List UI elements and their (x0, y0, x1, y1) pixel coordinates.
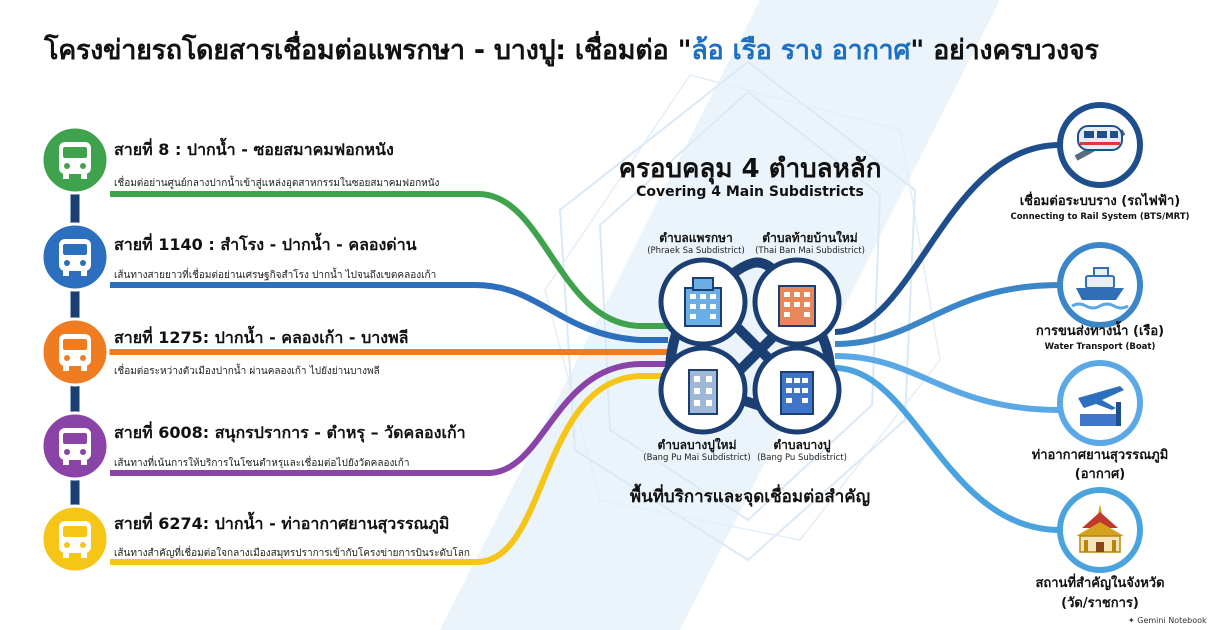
destination-airport-th: ท่าอากาศยานสุวรรณภูมิ (1031, 448, 1169, 463)
building-icon (778, 285, 816, 327)
route-8-desc: เชื่อมต่อย่านศูนย์กลางปากน้ำเข้าสู่แหล่ง… (114, 178, 440, 189)
destination-rail-th: เชื่อมต่อระบบราง (รถไฟฟ้า) (1019, 194, 1181, 209)
route-6274-title: สายที่ 6274: ปากน้ำ - ท่าอากาศยานสุวรรณภ… (114, 514, 450, 533)
title-highlight: ล้อ เรือ ราง อากาศ (691, 35, 911, 66)
building-icon (684, 277, 722, 327)
destination-circles (1057, 102, 1143, 573)
hub-bottom-caption: พื้นที่บริการและจุดเชื่อมต่อสำคัญ (629, 487, 871, 507)
brand-watermark: ✦ Gemini Notebook (1128, 616, 1207, 625)
train-icon (1074, 125, 1126, 161)
title-prefix: โครงข่ายรถโดยสารเชื่อมต่อแพรกษา - บางปู:… (44, 35, 692, 66)
subdistrict-circles (658, 257, 842, 435)
route-1275-desc: เชื่อมต่อระหว่างตัวเมืองปากน้ำ ผ่านคลองเ… (114, 366, 380, 377)
route-6274-desc: เส้นทางสำคัญที่เชื่อมต่อใจกลางเมืองสมุทร… (114, 548, 470, 559)
bus-stop-6274 (40, 504, 110, 574)
route-1275-title: สายที่ 1275: ปากน้ำ - คลองเก้า - บางพลี (114, 328, 409, 347)
subdistrict-thai-ban-mai-th: ตำบลท้ายบ้านใหม่ (762, 231, 858, 245)
boat-icon (1071, 267, 1129, 310)
route-1140-title: สายที่ 1140 : สำโรง - ปากน้ำ - คลองด่าน (114, 235, 417, 254)
destination-airport (1057, 360, 1143, 446)
building-icon (688, 369, 718, 415)
destination-boat-th: การขนส่งทางน้ำ (เรือ) (1035, 324, 1165, 339)
route-lines (108, 191, 668, 565)
bus-stop-8 (40, 125, 110, 195)
destination-temple-th2: (วัด/ราชการ) (1061, 596, 1139, 611)
bus-icon (59, 521, 91, 558)
bus-icon (59, 239, 91, 276)
title-suffix: " อย่างครบวงจร (910, 35, 1099, 66)
subdistrict-bang-pu-mai-th: ตำบลบางปูใหม่ (657, 438, 737, 452)
destination-lines (834, 142, 1061, 533)
bus-stop-1275 (40, 317, 110, 387)
destination-temple (1057, 487, 1143, 573)
subdistrict-phraek-sa-en: (Phraek Sa Subdistrict) (647, 246, 745, 256)
route-1140-desc: เส้นทางสายยาวที่เชื่อมต่อย่านเศรษฐกิจสำโ… (114, 270, 437, 281)
bus-stop-6008 (40, 411, 110, 481)
sparkle-icon: ✦ (1128, 616, 1135, 625)
subdistrict-bang-pu-mai-en: (Bang Pu Mai Subdistrict) (643, 453, 751, 463)
route-6008-title: สายที่ 6008: สนุกรปราการ - ตำหรุ – วัดคล… (114, 423, 466, 442)
bus-icon (59, 334, 91, 371)
bus-icon (59, 428, 91, 465)
subdistrict-thai-ban-mai-en: (Thai Ban Mai Subdistrict) (755, 246, 865, 256)
subdistrict-bang-pu-th: ตำบลบางปู (773, 438, 831, 452)
page-title: โครงข่ายรถโดยสารเชื่อมต่อแพรกษา - บางปู:… (44, 28, 1099, 71)
destination-rail (1057, 102, 1143, 188)
hub-subtitle: Covering 4 Main Subdistricts (636, 184, 864, 200)
route-6008-desc: เส้นทางที่เน้นการให้บริการในโซนตำหรุและเ… (114, 458, 410, 469)
route-8-title: สายที่ 8 : ปากน้ำ - ซอยสมาคมฟอกหนัง (114, 140, 394, 159)
bus-stop-1140 (40, 222, 110, 292)
building-icon (780, 371, 814, 415)
hub-title: ครอบคลุม 4 ตำบลหลัก (618, 154, 882, 184)
destination-rail-en: Connecting to Rail System (BTS/MRT) (1010, 212, 1190, 222)
bus-stops (40, 125, 110, 574)
destination-boat-en: Water Transport (Boat) (1044, 342, 1156, 352)
bus-icon (59, 142, 91, 179)
brand-text: Gemini Notebook (1137, 616, 1207, 625)
destination-temple-th: สถานที่สำคัญในจังหวัด (1035, 576, 1165, 591)
subdistrict-bang-pu-en: (Bang Pu Subdistrict) (757, 453, 847, 463)
destination-airport-th2: (อากาศ) (1074, 467, 1126, 482)
temple-icon (1076, 504, 1124, 553)
airplane-icon (1078, 386, 1124, 426)
subdistrict-phraek-sa-th: ตำบลแพรกษา (659, 231, 733, 245)
destination-boat (1057, 242, 1143, 328)
